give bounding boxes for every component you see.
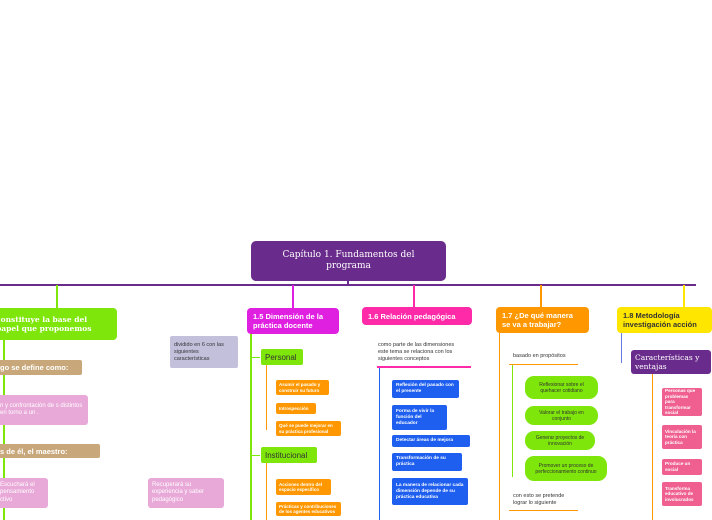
rel-item-2[interactable]: Forma de vivir la función del educador xyxy=(392,405,447,430)
caract-branch xyxy=(652,374,653,520)
topic-base[interactable]: constituye la base del papel que propone… xyxy=(0,308,117,340)
lograr-underline xyxy=(509,510,578,511)
personal-branch xyxy=(266,365,267,430)
sub-maestro[interactable]: s de él, el maestro: xyxy=(0,444,100,458)
t2-branch xyxy=(250,334,252,520)
t3-stem xyxy=(413,285,415,309)
personal-item-1[interactable]: Asumir el pasado y construir su futuro xyxy=(276,380,329,395)
note-underline xyxy=(377,366,471,368)
institucional-node[interactable]: Institucional xyxy=(261,447,317,463)
rel-item-4[interactable]: Transformación de su práctica xyxy=(392,453,462,471)
t2-stem xyxy=(292,285,294,309)
t5-stem xyxy=(683,285,685,309)
personal-item-2[interactable]: Introspección xyxy=(276,403,316,414)
sub-recuperara[interactable]: Recuperará su experiencia y saber pedagó… xyxy=(148,478,224,508)
ventaja-2[interactable]: Vinculación la teoría con práctica xyxy=(662,425,702,449)
rel-item-5[interactable]: La manera de relacionar cada dimensión d… xyxy=(392,478,468,505)
t5-branch xyxy=(621,333,622,363)
t4-branch xyxy=(499,333,500,520)
proposito-2[interactable]: Valorar el trabajo en conjunto xyxy=(525,406,598,425)
rel-item-1[interactable]: Reflexión del pasado con el presente xyxy=(392,380,459,398)
topic-manera[interactable]: 1.7 ¿De qué manera se va a trabajar? xyxy=(496,307,589,333)
topic-dimension[interactable]: 1.5 Dimensión de la práctica docente xyxy=(247,308,339,334)
link-inst xyxy=(252,455,260,456)
sub-escuchara[interactable]: Escuchará el pensamiento ctivo xyxy=(0,478,48,508)
ventaja-1[interactable]: Personas que problemas para transformar … xyxy=(662,388,702,416)
inst-item-1[interactable]: Acciones dentro del espacio específico xyxy=(276,479,331,495)
note-relacion: como parte de las dimensiones este tema … xyxy=(378,341,455,362)
propositos-branch xyxy=(512,365,513,477)
ventaja-3[interactable]: Produce un social xyxy=(662,459,702,475)
inst-branch xyxy=(266,463,267,520)
inst-item-2[interactable]: Prácticas y contribuciones de los agente… xyxy=(276,502,341,516)
proposito-3[interactable]: Generar proyectos de innovación xyxy=(525,431,595,450)
propositos-underline xyxy=(509,364,578,365)
caracteristicas-node[interactable]: Características y ventajas xyxy=(631,350,711,374)
ventaja-4[interactable]: Transforma educativo de involucrados xyxy=(662,482,702,506)
t1-branch xyxy=(3,340,5,520)
t3-branch xyxy=(379,368,380,520)
sub-confrontacion[interactable]: n y confrontación de s distintos en torn… xyxy=(0,395,88,425)
personal-item-3[interactable]: Qué se puede mejorar en su práctica prof… xyxy=(276,421,341,436)
sub-define[interactable]: go se define como: xyxy=(0,360,82,375)
note-dividido: dividido en 6 con las siguientes caracte… xyxy=(170,336,238,368)
t4-stem xyxy=(540,285,542,309)
proposito-4[interactable]: Promover un proceso de perfeccionamiento… xyxy=(525,456,607,481)
t1-stem xyxy=(56,285,58,309)
topic-relacion[interactable]: 1.6 Relación pedagógica xyxy=(362,307,472,325)
topic-metodologia[interactable]: 1.8 Metodología investigación acción xyxy=(617,307,712,333)
note-propositos: basado en propósitos xyxy=(513,352,566,359)
personal-node[interactable]: Personal xyxy=(261,349,303,365)
rel-item-3[interactable]: Detectar áreas de mejora xyxy=(392,435,470,447)
note-lograr: con esto se pretende lograr lo siguiente xyxy=(513,493,565,506)
link-personal xyxy=(252,357,260,358)
root-stem xyxy=(347,280,349,286)
root-topic[interactable]: Capítulo 1. Fundamentos del programa xyxy=(251,241,446,281)
proposito-1[interactable]: Reflexionar sobre el quehacer cotidiano xyxy=(525,376,598,399)
